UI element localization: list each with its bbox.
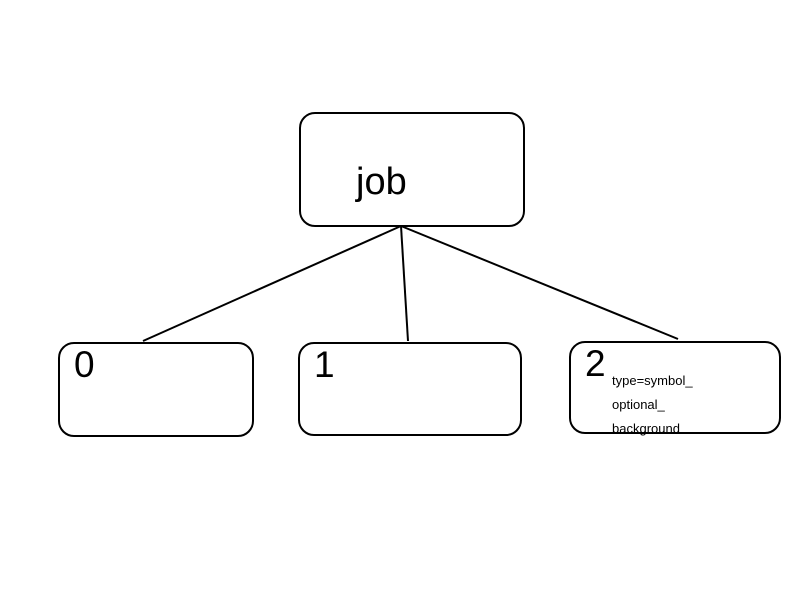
child-node-2: 2 type=symbol_ optional_ background bbox=[569, 341, 781, 436]
child-node-2-index: 2 bbox=[585, 343, 606, 384]
attribute-line: type=symbol_ bbox=[612, 373, 693, 388]
child-node-2-attributes: type=symbol_ optional_ background bbox=[612, 369, 693, 441]
child-node-1: 1 bbox=[298, 342, 522, 436]
root-node: job bbox=[299, 112, 525, 227]
edge-root-to-0 bbox=[142, 225, 402, 342]
edge-root-to-1 bbox=[400, 225, 409, 342]
child-node-0-index: 0 bbox=[74, 344, 95, 385]
child-node-0: 0 bbox=[58, 342, 254, 437]
attribute-line: background bbox=[612, 421, 680, 436]
child-node-1-index: 1 bbox=[314, 344, 335, 385]
root-node-label: job bbox=[356, 161, 407, 203]
attribute-line: optional_ bbox=[612, 397, 665, 412]
edge-root-to-2 bbox=[400, 225, 679, 340]
